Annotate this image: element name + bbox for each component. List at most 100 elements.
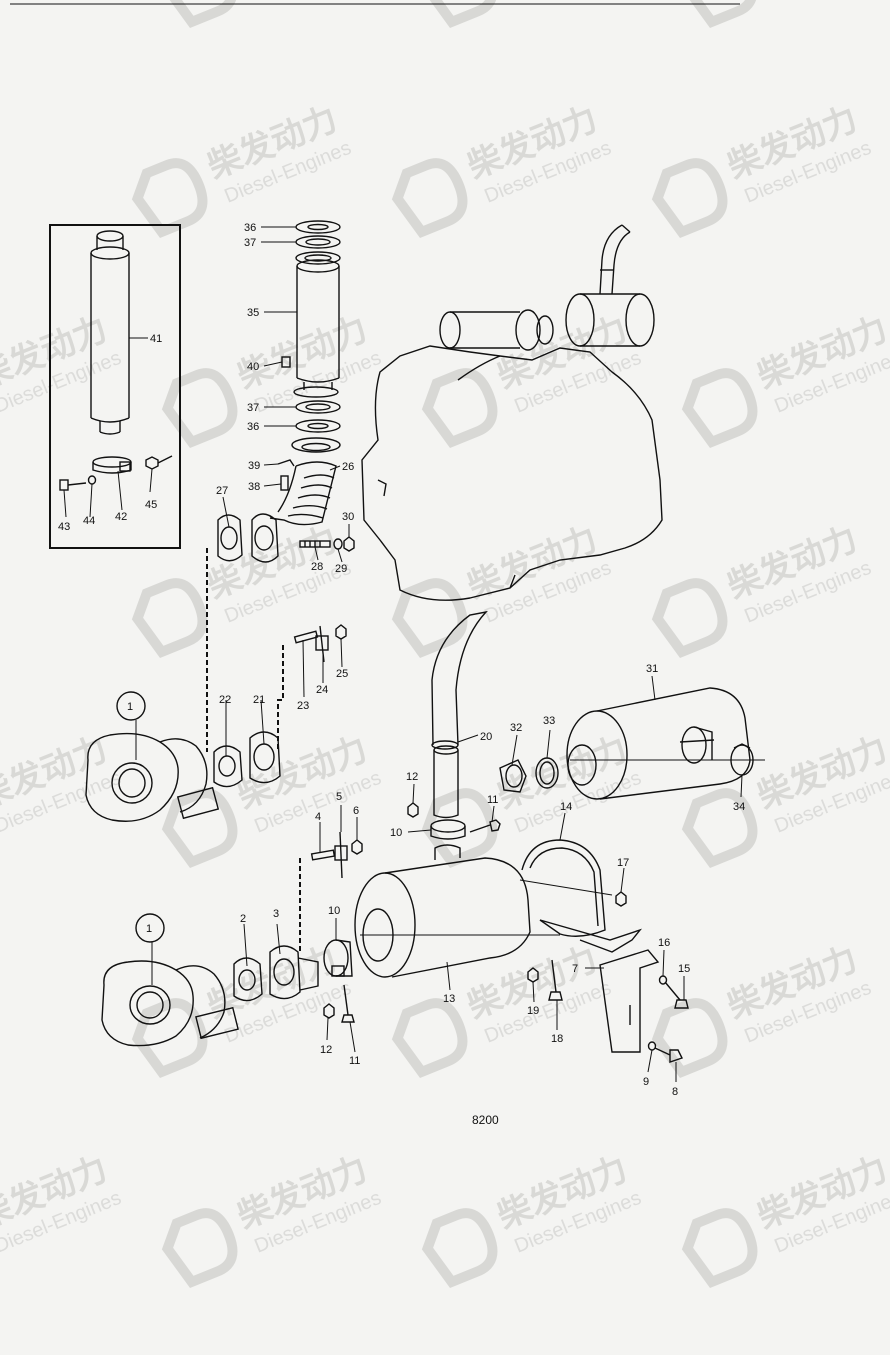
bolt-8-drawing xyxy=(654,1047,683,1063)
callout-14: 14 xyxy=(560,801,572,813)
callout-40: 40 xyxy=(247,361,259,373)
callout-26: 26 xyxy=(342,461,354,473)
callout-13: 13 xyxy=(443,993,455,1005)
callout-22: 22 xyxy=(219,694,231,706)
tailpipe-20-drawing xyxy=(431,610,488,819)
watermark-logo xyxy=(131,158,208,238)
circle-ref-1-upper xyxy=(116,691,146,721)
callout-32: 32 xyxy=(510,722,522,734)
clip-39-drawing xyxy=(277,459,295,467)
leader-lines xyxy=(63,226,743,1082)
gasket-36-bottom xyxy=(295,419,341,433)
callout-27: 27 xyxy=(216,485,228,497)
callout-39: 39 xyxy=(248,460,260,472)
watermark-logo xyxy=(421,0,498,28)
flange-22-drawing xyxy=(213,745,243,788)
callout-34: 34 xyxy=(733,801,745,813)
figure-number: 8200 xyxy=(472,1113,499,1127)
callout-21: 21 xyxy=(253,694,265,706)
callout-45: 45 xyxy=(145,499,157,511)
callout-44: 44 xyxy=(83,515,95,527)
pipe-35-drawing xyxy=(296,259,340,390)
watermark-logo xyxy=(391,998,468,1078)
callout-24: 24 xyxy=(316,684,328,696)
callout-6: 6 xyxy=(353,805,359,817)
flange-37-bottom xyxy=(295,400,341,414)
callout-3: 3 xyxy=(273,908,279,920)
turbo-upper-drawing xyxy=(85,732,220,822)
callout-37: 37 xyxy=(247,402,259,414)
nut-40-drawing xyxy=(281,356,291,368)
callout-38: 38 xyxy=(248,481,260,493)
callout-9: 9 xyxy=(643,1076,649,1088)
callout-35: 35 xyxy=(247,307,259,319)
engine-outline xyxy=(361,224,663,601)
watermark-logo xyxy=(161,1208,238,1288)
callout-7: 7 xyxy=(572,963,578,975)
sensor-5-drawing xyxy=(334,831,348,879)
watermark-logo xyxy=(681,0,758,28)
bellows-26-drawing xyxy=(269,461,337,526)
bracket-band-14-drawing xyxy=(519,839,643,953)
watermark-logo xyxy=(681,368,758,448)
callout-labels: 36 37 35 40 37 36 39 38 26 27 28 29 30 4… xyxy=(58,222,745,1127)
inset-box xyxy=(49,224,181,549)
watermark-logo xyxy=(421,788,498,868)
flange-21-drawing xyxy=(249,731,281,784)
callout-10: 10 xyxy=(390,827,402,839)
callout-36: 36 xyxy=(244,222,256,234)
upper-pipe-assembly xyxy=(217,220,355,563)
watermark-logo xyxy=(161,0,238,28)
callout-1: 1 xyxy=(127,701,133,713)
bolt-15-drawing xyxy=(664,981,689,1009)
nut-25-drawing xyxy=(335,624,347,640)
clamp-10-lower-drawing xyxy=(323,939,353,977)
callout-10: 10 xyxy=(328,905,340,917)
nut-12-upper-drawing xyxy=(407,802,419,818)
callout-8: 8 xyxy=(672,1086,678,1098)
callout-1: 1 xyxy=(146,923,152,935)
dashed-connection-lines xyxy=(206,548,301,952)
callout-5: 5 xyxy=(336,791,342,803)
ring-33-drawing xyxy=(535,757,559,789)
bracket-7-drawing xyxy=(599,949,660,1053)
callout-17: 17 xyxy=(617,857,629,869)
bolt-43-drawing xyxy=(59,479,87,491)
washer-44-drawing xyxy=(87,475,97,485)
callout-36: 36 xyxy=(247,421,259,433)
callout-2: 2 xyxy=(240,913,246,925)
callout-43: 43 xyxy=(58,521,70,533)
callout-20: 20 xyxy=(480,731,492,743)
callout-42: 42 xyxy=(115,511,127,523)
engine-muffler-drawing xyxy=(439,224,655,351)
callout-18: 18 xyxy=(551,1033,563,1045)
callout-15: 15 xyxy=(678,963,690,975)
flange-27-drawing xyxy=(217,513,279,563)
flange-37-top xyxy=(295,235,341,249)
callout-11: 11 xyxy=(487,794,498,806)
watermark-logo xyxy=(131,578,208,658)
stud-4-drawing xyxy=(310,849,336,861)
bolt-11-upper-drawing xyxy=(469,819,501,833)
nut-45-drawing xyxy=(145,455,173,470)
callout-16: 16 xyxy=(658,937,670,949)
callout-29: 29 xyxy=(335,563,347,575)
flange-2-drawing xyxy=(233,957,263,1002)
stud-28-drawing xyxy=(299,540,331,548)
callout-11: 11 xyxy=(349,1055,360,1067)
nut-12-lower-drawing xyxy=(323,1003,335,1019)
turbo-lower-drawing xyxy=(101,960,239,1047)
bolt-11-lower-drawing xyxy=(341,984,355,1023)
washer-29-drawing xyxy=(333,538,343,550)
callout-19: 19 xyxy=(527,1005,539,1017)
watermark-logo xyxy=(421,1208,498,1288)
callout-12: 12 xyxy=(406,771,418,783)
watermark-logo xyxy=(651,578,728,658)
watermark-logo xyxy=(161,368,238,448)
callout-4: 4 xyxy=(315,811,321,823)
nut-30-drawing xyxy=(343,536,355,552)
callout-31: 31 xyxy=(646,663,658,675)
